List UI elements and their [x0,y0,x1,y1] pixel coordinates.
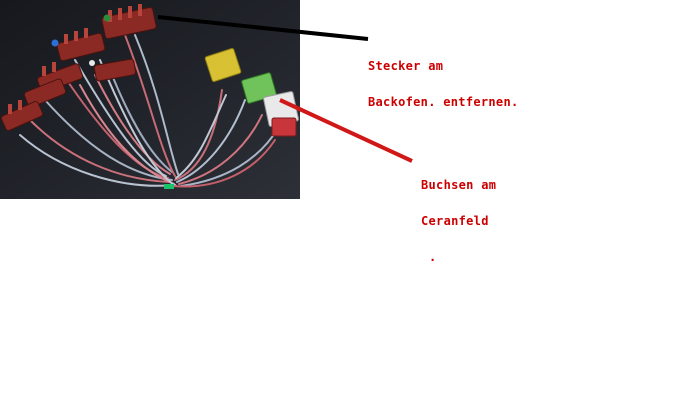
buchsen-annotation-line1: Buchsen am [421,178,497,192]
buchsen-annotation: Buchsen am Ceranfeld . [421,155,496,275]
stecker-annotation-line1: Stecker am [368,59,444,73]
buchsen-annotation-line2: Ceranfeld [421,214,489,228]
buchsen-annotation-line3: . [429,250,437,264]
stecker-annotation-line2: Backofen. entfernen. [368,95,519,109]
wire-harness-photo [0,0,300,199]
stecker-annotation: Stecker am Backofen. entfernen. [368,36,519,120]
